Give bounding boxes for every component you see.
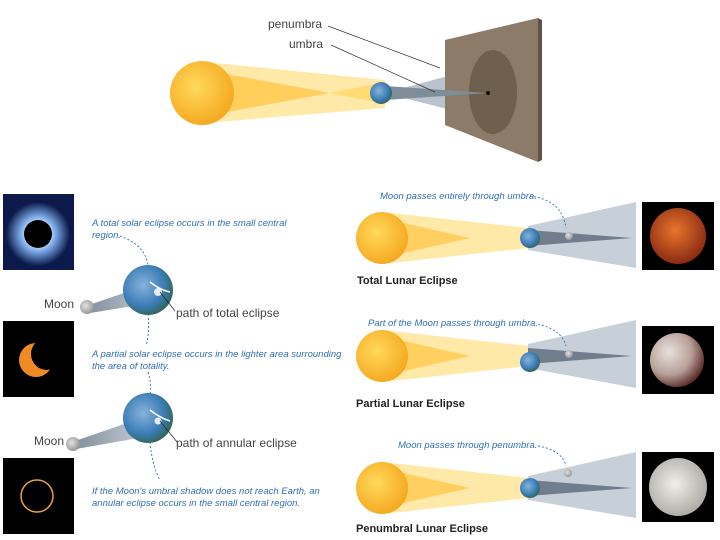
top-sun — [170, 61, 234, 125]
lunar-total-earth — [520, 228, 540, 248]
lunar-partial-umbra — [528, 348, 632, 364]
moon-label-upper: Moon — [44, 297, 75, 311]
annular-solar-photo — [3, 458, 74, 534]
lunar-partial-earth — [520, 352, 540, 372]
lunar-partial-moon — [565, 350, 573, 358]
lunar-penumbral-earth — [520, 478, 540, 498]
top-umbra-cone — [385, 86, 488, 100]
lunar-penumbral-title: Penumbral Lunar Eclipse — [356, 523, 489, 535]
lunar-partial-sun — [356, 330, 408, 382]
lunar-total-note: Moon passes entirely through umbra. — [380, 191, 537, 202]
lunar-penumbral-sun — [356, 462, 408, 514]
penumbra-pointer — [327, 25, 441, 69]
upper-moon — [80, 300, 94, 314]
partial-note-pointer — [145, 313, 150, 347]
partial-lower-pointer — [147, 371, 152, 395]
lunar-penumbral-umbra — [528, 480, 632, 496]
lower-earth — [123, 393, 173, 443]
lunar-partial-pointer — [537, 323, 567, 347]
lunar-partial-photo-moon — [650, 333, 704, 387]
umbra-label: umbra — [289, 37, 324, 51]
lunar-penumbral-pointer — [537, 445, 567, 467]
lower-eclipse-path — [149, 409, 171, 422]
lunar-partial-note: Part of the Moon passes through umbra. — [368, 318, 539, 329]
annular-solar-note: If the Moon's umbral shadow does not rea… — [92, 486, 320, 509]
penumbra-label: penumbra — [268, 17, 323, 31]
solar-eclipse-panel — [3, 194, 178, 534]
total-solar-note: A total solar eclipse occurs in the smal… — [92, 218, 287, 241]
lunar-total-photo-moon — [650, 208, 706, 264]
top-light-cone-inner — [205, 70, 330, 116]
top-eclipse-diagram — [170, 18, 542, 162]
lower-moon — [66, 437, 80, 451]
annular-ring — [20, 479, 54, 513]
partial-moon-cover — [31, 338, 63, 370]
top-earth — [370, 82, 392, 104]
path-annular-pointer — [159, 420, 178, 443]
lunar-penumbral-photo-moon — [649, 458, 707, 516]
lunar-total-pointer — [529, 195, 567, 229]
top-penumbra-disc — [469, 50, 517, 134]
umbra-pointer — [330, 44, 436, 93]
upper-eclipse-path — [149, 281, 171, 293]
lunar-partial-title: Partial Lunar Eclipse — [356, 398, 465, 410]
eclipsed-sun-disc — [24, 220, 52, 248]
lunar-total-title: Total Lunar Eclipse — [357, 275, 458, 287]
lunar-total-sun — [356, 212, 408, 264]
lunar-partial-panel — [356, 320, 714, 394]
lunar-penumbral-panel — [356, 445, 714, 522]
total-note-pointer — [119, 235, 149, 266]
annular-note-pointer — [149, 441, 161, 481]
lunar-total-moon — [565, 232, 573, 240]
upper-shadow-spot — [154, 288, 162, 296]
lower-shadow-spot — [154, 417, 162, 425]
path-total-pointer — [159, 291, 176, 312]
path-total-label: path of total eclipse — [176, 306, 280, 320]
upper-earth — [123, 265, 173, 315]
top-screen-edge — [538, 18, 542, 162]
lunar-penumbral-moon — [564, 469, 572, 477]
lunar-total-umbra — [528, 230, 632, 246]
top-umbra-dot — [486, 91, 490, 95]
path-annular-label: path of annular eclipse — [176, 436, 297, 450]
partial-solar-note: A partial solar eclipse occurs in the li… — [92, 349, 342, 372]
lunar-total-panel — [356, 195, 714, 270]
moon-label-lower: Moon — [34, 434, 65, 448]
top-light-cone-cross — [330, 82, 385, 104]
lunar-penumbral-note: Moon passes through penumbra. — [398, 440, 538, 451]
